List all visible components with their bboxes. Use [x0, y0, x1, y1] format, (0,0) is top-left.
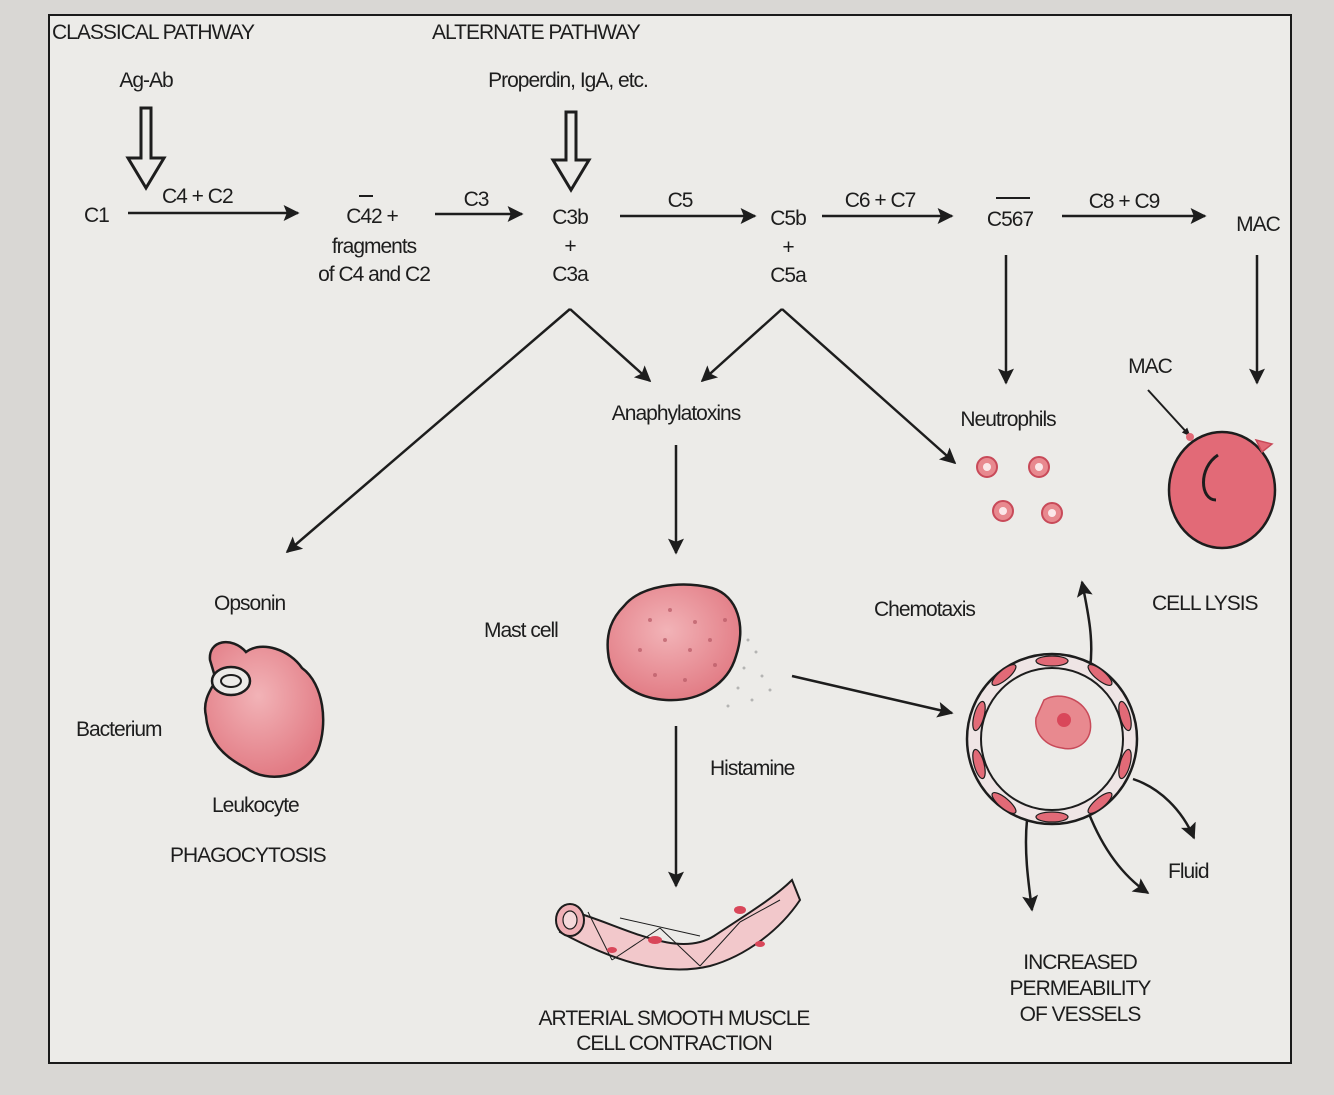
node-c567: C567: [986, 208, 1034, 231]
histamine-label: Histamine: [710, 757, 795, 780]
vessel-cross-section: [965, 652, 1139, 826]
hollow-arrow-classical: [125, 106, 167, 191]
arrow-c3a-to-anaphylatoxins: [569, 308, 652, 383]
trigger-classical: Ag-Ab: [119, 69, 173, 92]
mac-label: MAC: [1128, 355, 1173, 378]
artery-segment: [555, 878, 802, 971]
arterial-label-line2: CELL CONTRACTION: [576, 1032, 773, 1055]
fluid-label: Fluid: [1168, 860, 1210, 883]
arrow-c5a-to-anaphylatoxins: [700, 308, 783, 383]
arrow-vessel-fluid-3: [1132, 777, 1196, 840]
arrow-vessel-fluid-1: [1022, 819, 1039, 912]
arrow-vessel-chemotaxis: [1076, 580, 1093, 669]
opsonin-label: Opsonin: [214, 592, 286, 615]
arrow-c5a-to-neutrophils: [781, 308, 957, 465]
mast-cell-label: Mast cell: [484, 619, 559, 642]
node-mac: MAC: [1236, 213, 1281, 236]
plus-c3: +: [564, 235, 576, 258]
label-c5: C5: [667, 189, 694, 212]
mast-cell: [606, 583, 772, 708]
trigger-alternate: Properdin, IgA, etc.: [488, 69, 649, 92]
arterial-label-line1: ARTERIAL SMOOTH MUSCLE: [538, 1007, 811, 1030]
alternate-pathway-title: ALTERNATE PATHWAY: [432, 21, 641, 44]
hollow-arrow-alternate: [550, 110, 592, 193]
label-c3: C3: [463, 188, 490, 211]
fragments-line1: fragments: [331, 235, 417, 258]
permeability-line2: PERMEABILITY: [1009, 977, 1152, 1000]
node-c5a: C5a: [770, 264, 807, 287]
permeability-line1: INCREASED: [1023, 951, 1138, 974]
arrow-vessel-fluid-2: [1084, 805, 1150, 895]
label-c4-c2: C4 + C2: [162, 185, 234, 208]
node-c5b: C5b: [770, 207, 807, 230]
cell-lysis-label: CELL LYSIS: [1152, 592, 1259, 615]
label-c6-c7: C6 + C7: [844, 189, 917, 212]
leukocyte-cell: [203, 640, 325, 778]
classical-pathway-title: CLASSICAL PATHWAY: [52, 21, 255, 44]
cropped-footer-strip: [0, 1074, 620, 1095]
phagocytosis-label: PHAGOCYTOSIS: [170, 844, 327, 867]
node-c42: C42 +: [346, 205, 399, 228]
arrow-mastcell-to-vessel: [791, 674, 954, 718]
permeability-line3: OF VESSELS: [1019, 1003, 1142, 1026]
node-c1: C1: [84, 204, 110, 227]
fragments-line2: of C4 and C2: [318, 263, 431, 286]
arrow-c3a-to-opsonin: [285, 308, 571, 554]
arrow-mac-label-to-cell: [1147, 389, 1191, 437]
lysing-cell: [1167, 430, 1277, 550]
leukocyte-label: Leukocyte: [212, 794, 300, 817]
neutrophils-label: Neutrophils: [960, 408, 1056, 431]
bacterium-label: Bacterium: [76, 718, 163, 741]
chemotaxis-label: Chemotaxis: [874, 598, 976, 621]
plus-c5: +: [782, 236, 794, 259]
node-c3a: C3a: [552, 263, 589, 286]
label-c8-c9: C8 + C9: [1088, 190, 1161, 213]
anaphylatoxins-label: Anaphylatoxins: [611, 402, 741, 425]
node-c3b: C3b: [552, 206, 589, 229]
